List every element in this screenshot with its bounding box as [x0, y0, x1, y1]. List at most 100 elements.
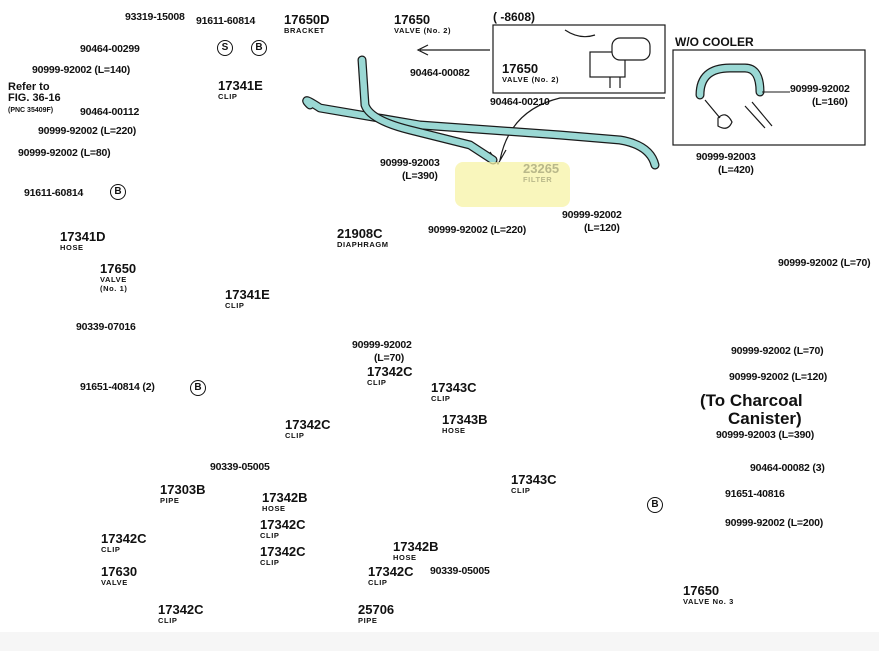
- reference-link-fig[interactable]: FIG. 36-16: [8, 92, 61, 104]
- part-label-p90339-05005a[interactable]: 90339-05005: [210, 462, 270, 473]
- part-label-p90464-299[interactable]: 90464-00299: [80, 44, 140, 55]
- part-label-p390a[interactable]: 90999-92003(L=390): [380, 158, 440, 181]
- part-number: 90999-92003: [696, 151, 756, 163]
- part-description: CLIP: [285, 431, 305, 440]
- part-length: (L=160): [812, 95, 848, 108]
- part-label-p91611b[interactable]: 91611-60814: [24, 188, 83, 199]
- reference-line-3: (PNC 35409F): [8, 107, 54, 114]
- part-number: 90464-00082: [410, 67, 470, 79]
- wo-cooler-hose: [695, 63, 790, 129]
- part-number: 90999-92002: [352, 339, 412, 351]
- part-label-p70c[interactable]: 90999-92002 (L=70): [731, 345, 824, 357]
- part-number: 23265: [523, 161, 560, 176]
- part-label-p90464-82-3[interactable]: 90464-00082 (3): [750, 463, 825, 474]
- inset-box-early-valve: [492, 24, 666, 94]
- part-number: 17650: [502, 61, 539, 76]
- part-label-p390b[interactable]: 90999-92003 (L=390): [716, 430, 814, 441]
- part-label-p90339-07016[interactable]: 90339-07016: [76, 322, 136, 333]
- part-number: 17343C: [511, 472, 557, 487]
- part-label-p91611a[interactable]: 91611-60814: [196, 16, 255, 27]
- part-number: 91651-40816: [725, 488, 785, 500]
- part-description: CLIP: [218, 92, 238, 101]
- part-number: 90999-92002 (L=220): [38, 125, 137, 137]
- part-label-p80[interactable]: 90999-92002 (L=80): [18, 147, 111, 159]
- part-label-p70b[interactable]: 90999-92002(L=70): [352, 340, 412, 363]
- part-label-p160[interactable]: 90999-92002(L=160): [790, 84, 850, 107]
- part-label-p140[interactable]: 90999-92002 (L=140): [32, 65, 130, 76]
- part-description: HOSE: [262, 504, 286, 513]
- hose-main-upper: [302, 55, 660, 170]
- part-length: (L=390): [402, 169, 438, 182]
- part-number: 90999-92002 (L=70): [731, 345, 824, 357]
- filter-highlight: [455, 162, 570, 207]
- part-number: 17342C: [260, 517, 306, 532]
- part-number: 17342C: [285, 417, 331, 432]
- part-label-p90339-05005b[interactable]: 90339-05005: [430, 566, 490, 577]
- charcoal-canister-note: (To Charcoal Canister): [700, 392, 803, 428]
- part-number: 17343B: [442, 412, 488, 427]
- part-label-p91651-40814[interactable]: 91651-40814 (2): [80, 382, 155, 393]
- part-length: (No. 1): [100, 283, 128, 293]
- inset-box-wo-cooler: [672, 49, 866, 146]
- part-description: CLIP: [368, 578, 388, 587]
- symbol-b-circle: B: [251, 40, 267, 56]
- part-number: 90999-92002 (L=140): [32, 64, 131, 76]
- part-number: 90999-92002 (L=220): [428, 224, 527, 236]
- part-length: (L=120): [584, 221, 620, 234]
- part-description: CLIP: [158, 616, 178, 625]
- part-label-p420[interactable]: 90999-92003(L=420): [696, 152, 756, 175]
- part-label-p91651-40816[interactable]: 91651-40816: [725, 489, 785, 500]
- part-label-p70a[interactable]: 90999-92002 (L=70): [778, 257, 871, 269]
- part-number: 90464-00082 (3): [750, 462, 825, 474]
- part-label-p200[interactable]: 90999-92002 (L=200): [725, 518, 823, 529]
- part-label-p120b[interactable]: 90999-92002 (L=120): [729, 372, 827, 383]
- part-description: HOSE: [442, 426, 466, 435]
- part-number: 17341E: [225, 287, 270, 302]
- part-label-p90464-82[interactable]: 90464-00082: [410, 68, 470, 79]
- part-number: 21908C: [337, 226, 383, 241]
- part-label-p90464-112[interactable]: 90464-00112: [80, 107, 139, 118]
- part-label-p90464-210[interactable]: 90464-00210: [490, 97, 550, 108]
- part-description: CLIP: [431, 394, 451, 403]
- part-description: CLIP: [511, 486, 531, 495]
- part-label-p220a[interactable]: 90999-92002 (L=220): [38, 126, 136, 137]
- part-number: 90999-92002 (L=70): [778, 257, 871, 269]
- part-label-p120a[interactable]: 90999-92002(L=120): [562, 210, 622, 233]
- inset-arrow-left: [416, 44, 490, 56]
- part-number: 17343C: [431, 380, 477, 395]
- part-number: 17650: [100, 261, 137, 276]
- part-number: 90464-00299: [80, 43, 140, 55]
- part-number: 17342C: [368, 564, 414, 579]
- part-number: 90999-92003 (L=390): [716, 429, 815, 441]
- part-number: 90999-92002 (L=80): [18, 147, 111, 159]
- part-number: 90339-05005: [210, 461, 270, 473]
- part-label-p220b[interactable]: 90999-92002 (L=220): [428, 225, 526, 236]
- part-label-p93319[interactable]: 93319-15008: [125, 12, 185, 23]
